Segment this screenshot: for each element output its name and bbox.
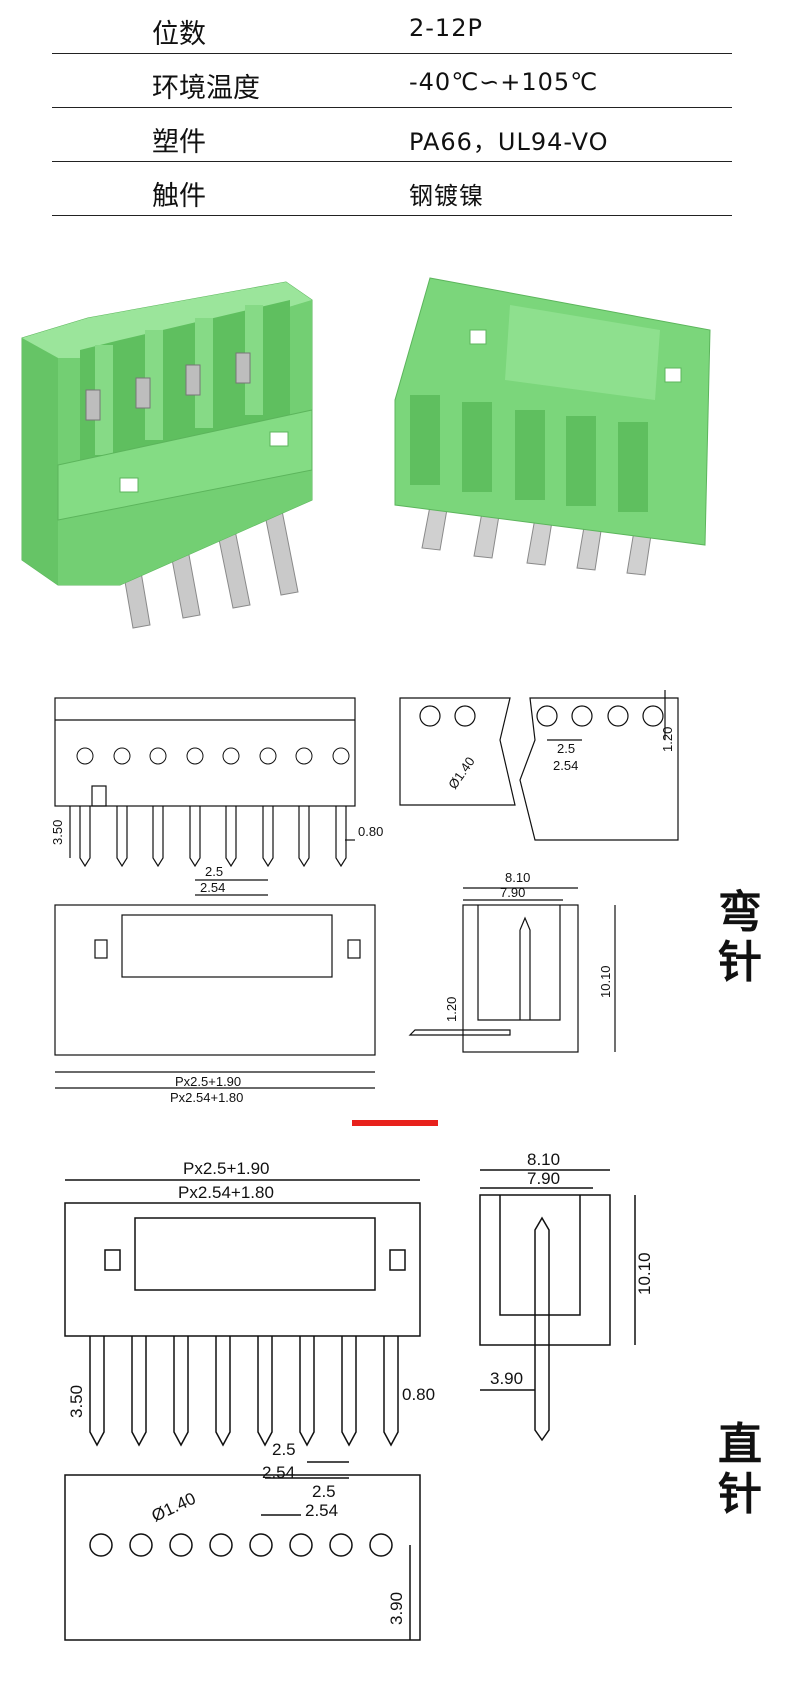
straight-width-b: 7.90 xyxy=(527,1169,560,1188)
spec-key: 环境温度 xyxy=(152,73,260,104)
straight-hole-edge: 3.90 xyxy=(387,1592,406,1625)
straight-label-char1: 直 xyxy=(718,1419,762,1470)
bent-len-a: Px2.5+1.90 xyxy=(175,1074,241,1089)
spec-key: 位数 xyxy=(152,19,206,50)
straight-pin-len: 3.50 xyxy=(67,1385,86,1418)
straight-pin-w: 0.80 xyxy=(402,1385,435,1404)
spec-value: -40℃∽+105℃ xyxy=(409,68,599,96)
straight-width-a: 8.10 xyxy=(527,1150,560,1169)
bent-len-b: Px2.54+1.80 xyxy=(170,1090,243,1105)
bent-pin-label: 弯 针 xyxy=(715,888,765,988)
bent-width-a: 8.10 xyxy=(505,870,530,885)
product-photos xyxy=(21,277,711,629)
straight-pin-offset: 3.90 xyxy=(490,1369,523,1388)
bent-height: 10.10 xyxy=(598,965,613,998)
bent-hole-top: 1.20 xyxy=(660,727,675,752)
straight-hole-pitch-a: 2.5 xyxy=(312,1482,336,1501)
straight-pin-label: 直 针 xyxy=(715,1420,765,1520)
spec-table: 位数 2-12P 环境温度 -40℃∽+105℃ 塑件 PA66，UL94-VO… xyxy=(52,0,732,216)
straight-pitch-b: 2.54 xyxy=(262,1463,295,1482)
spec-row-temperature: 环境温度 -40℃∽+105℃ xyxy=(52,54,732,108)
bent-hole-d: Ø1.40 xyxy=(445,754,478,792)
spec-row-contact: 触件 钢镀镍 xyxy=(52,162,732,216)
bent-width-b: 7.90 xyxy=(500,885,525,900)
straight-height: 10.10 xyxy=(635,1252,654,1295)
bent-pin-len: 3.50 xyxy=(50,820,65,845)
bent-label-char2: 针 xyxy=(718,937,762,988)
connector-photo-right xyxy=(394,277,711,576)
straight-hole-pitch-b: 2.54 xyxy=(305,1501,338,1520)
straight-len-b: Px2.54+1.80 xyxy=(178,1183,274,1202)
bent-pin-w: 0.80 xyxy=(358,824,383,839)
spec-row-plastic: 塑件 PA66，UL94-VO xyxy=(52,108,732,162)
spec-key: 触件 xyxy=(152,181,206,212)
straight-label-char2: 针 xyxy=(718,1469,762,1520)
bent-hole-pitch-b: 2.54 xyxy=(553,758,578,773)
bent-pitch-a: 2.5 xyxy=(205,864,223,879)
straight-len-a: Px2.5+1.90 xyxy=(183,1159,270,1178)
straight-hole-d: Ø1.40 xyxy=(149,1489,199,1526)
spec-value: 2-12P xyxy=(409,14,483,42)
bent-label-char1: 弯 xyxy=(718,887,762,938)
spec-row-positions: 位数 2-12P xyxy=(52,0,732,54)
spec-value: 钢镀镍 xyxy=(409,182,484,210)
bent-hole-pitch-a: 2.5 xyxy=(557,741,575,756)
spec-key: 塑件 xyxy=(152,127,206,158)
bent-pin-offset: 1.20 xyxy=(444,997,459,1022)
spec-value: PA66，UL94-VO xyxy=(409,128,609,156)
straight-pitch-a: 2.5 xyxy=(272,1440,296,1459)
bent-pitch-b: 2.54 xyxy=(200,880,225,895)
connector-photo-left xyxy=(21,281,313,629)
